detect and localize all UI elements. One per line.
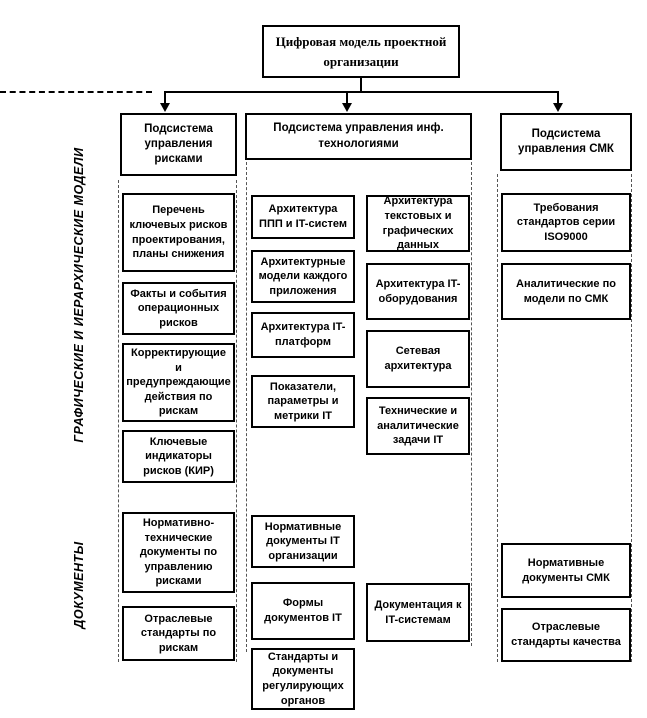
diagram-box: Показатели, параметры и метрики IT — [251, 375, 355, 428]
diagram-box: Перечень ключевых рисков проектирования,… — [122, 193, 235, 272]
col1-dashed-edge-left — [118, 180, 119, 662]
col1-header-risk-subsystem: Подсистема управления рисками — [120, 113, 237, 176]
diagram-box: Сетевая архитектура — [366, 330, 470, 388]
connector-drop-col2 — [346, 91, 348, 104]
col2-dashed-edge-left — [246, 162, 247, 652]
diagram-box: Нормативные документы IT организации — [251, 515, 355, 568]
diagram-box: Нормативно-технические документы по упра… — [122, 512, 235, 593]
root-box: Цифровая модель проектной организации — [262, 25, 460, 78]
diagram-box: Формы документов IT — [251, 582, 355, 640]
col2-header-it-subsystem: Подсистема управления инф. технологиями — [245, 113, 472, 160]
diagram-box: Корректирующие и предупреждающие действи… — [122, 343, 235, 422]
col3-dashed-edge-left — [497, 174, 498, 662]
col2-dashed-edge-right — [471, 162, 472, 646]
diagram-box: Архитектура ППП и IT-систем — [251, 195, 355, 239]
dashed-boundary-line — [0, 91, 152, 93]
diagram-box: Стандарты и документы регулирующих орган… — [251, 648, 355, 710]
col1-dashed-edge-right — [236, 180, 237, 662]
col3-header-qms-subsystem: Подсистема управления СМК — [500, 113, 632, 171]
connector-horizontal — [164, 91, 559, 93]
diagram-box: Архитектура IT-оборудования — [366, 263, 470, 320]
diagram-box: Документация к IT-системам — [366, 583, 470, 642]
connector-drop-col1 — [164, 91, 166, 104]
diagram-box: Архитектура IT-платформ — [251, 312, 355, 358]
col3-dashed-edge-right — [631, 174, 632, 662]
side-label-models: ГРАФИЧЕСКИЕ И ИЕРАРХИЧЕСКИЕ МОДЕЛИ — [72, 147, 86, 443]
diagram-box: Архитектурные модели каждого приложения — [251, 250, 355, 303]
connector-root-drop — [360, 78, 362, 92]
diagram-box: Отраслевые стандарты по рискам — [122, 606, 235, 661]
arrow-down-icon — [342, 103, 352, 112]
diagram-box: Аналитические по модели по СМК — [501, 263, 631, 320]
connector-drop-col3 — [557, 91, 559, 104]
diagram-box: Факты и события операционных рисков — [122, 282, 235, 335]
diagram-box: Требования стандартов серии ISO9000 — [501, 193, 631, 252]
side-label-documents: ДОКУМЕНТЫ — [72, 541, 86, 629]
diagram-box: Архитектура текстовых и графических данн… — [366, 195, 470, 252]
arrow-down-icon — [553, 103, 563, 112]
diagram-box: Ключевые индикаторы рисков (КИР) — [122, 430, 235, 483]
arrow-down-icon — [160, 103, 170, 112]
diagram-box: Отраслевые стандарты качества — [501, 608, 631, 662]
diagram-box: Нормативные документы СМК — [501, 543, 631, 598]
diagram-box: Технические и аналитические задачи IT — [366, 397, 470, 455]
